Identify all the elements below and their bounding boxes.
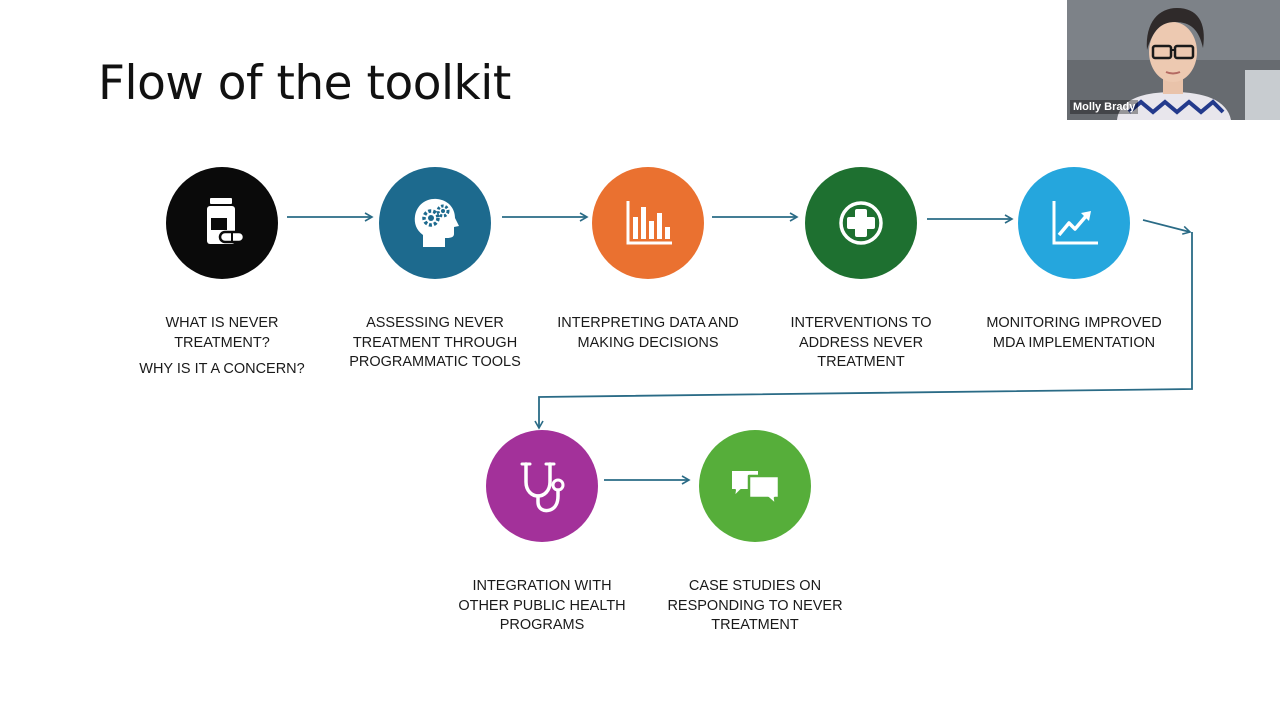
step-3-label: INTERPRETING DATA AND MAKING DECISIONS xyxy=(557,315,739,351)
step-5-label: MONITORING IMPROVED MDA IMPLEMENTATION xyxy=(986,315,1162,351)
step-7-label: CASE STUDIES ON RESPONDING TO NEVER TREA… xyxy=(667,578,843,633)
trend-up-chart-icon xyxy=(1052,201,1098,245)
step-1-sublabel: WHY IS IT A CONCERN? xyxy=(139,361,305,377)
presenter-avatar xyxy=(1067,0,1280,120)
arrow-wrap-to-row-2 xyxy=(534,232,1193,430)
step-1-circle xyxy=(166,167,278,279)
step-5-circle xyxy=(1018,167,1130,279)
arrow-5-bend xyxy=(1142,219,1192,235)
speech-bubbles-icon xyxy=(730,469,781,507)
step-6-label: INTEGRATION WITH OTHER PUBLIC HEALTH PRO… xyxy=(458,578,626,633)
bar-chart-icon xyxy=(626,201,672,245)
head-gears-icon xyxy=(414,198,459,247)
step-2-label: ASSESSING NEVER TREATMENT THROUGH PROGRA… xyxy=(349,315,521,370)
step-4-circle xyxy=(805,167,917,279)
slide-title: Flow of the toolkit xyxy=(98,56,511,111)
step-3-circle xyxy=(592,167,704,279)
step-2-circle xyxy=(379,167,491,279)
stethoscope-icon xyxy=(520,462,565,513)
medical-cross-icon xyxy=(839,201,883,245)
step-6-circle xyxy=(486,430,598,542)
step-4-label: INTERVENTIONS TO ADDRESS NEVER TREATMENT xyxy=(790,315,932,370)
pill-bottle-icon xyxy=(207,198,246,244)
presenter-name-label: Molly Brady xyxy=(1070,100,1139,114)
presenter-video-tile[interactable]: Molly Brady xyxy=(1067,0,1280,120)
step-7-circle xyxy=(699,430,811,542)
step-1-label: WHAT IS NEVER TREATMENT? WHY IS IT A CON… xyxy=(122,314,322,380)
